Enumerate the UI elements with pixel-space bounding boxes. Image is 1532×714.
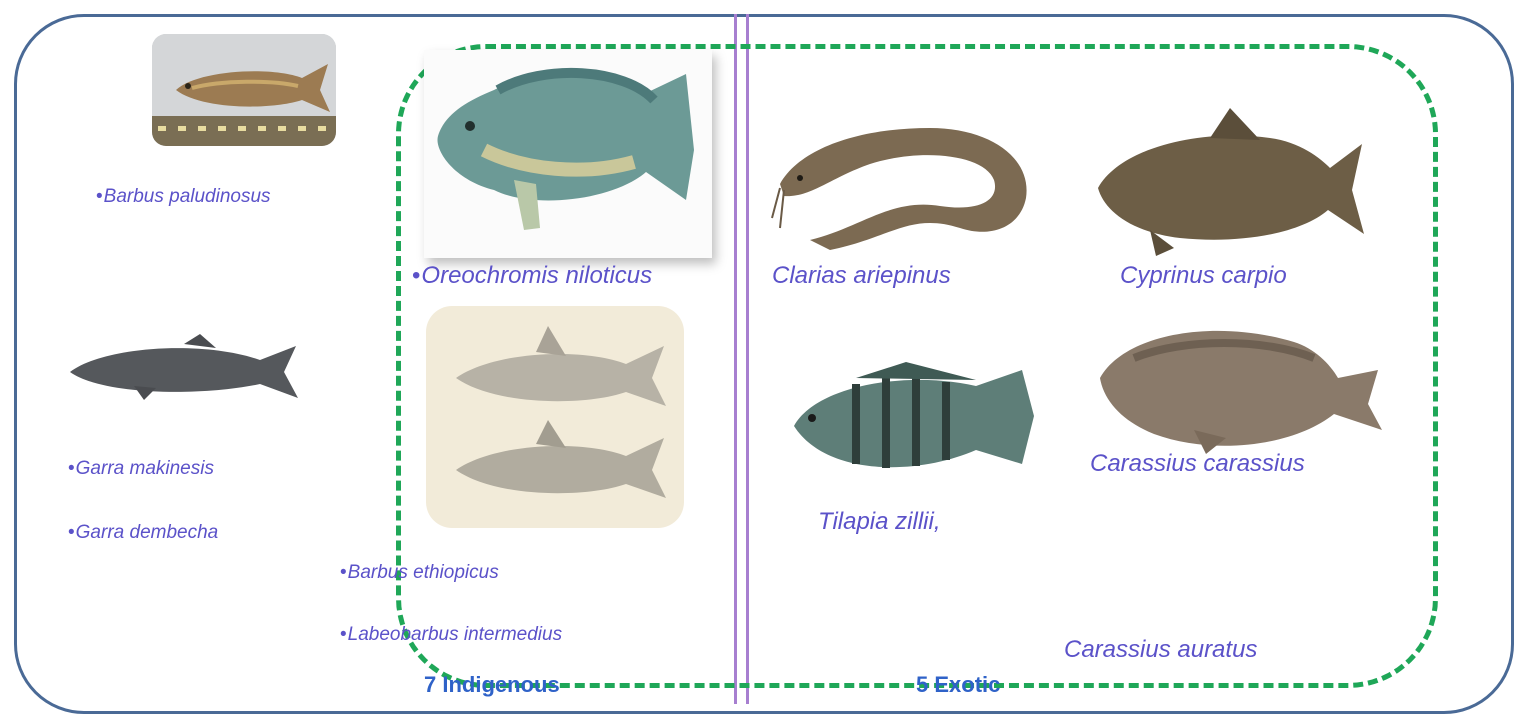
clarias-photo bbox=[770, 88, 1036, 258]
label-clarias-gariepinus: Clarias ariepinus bbox=[772, 262, 951, 290]
fish-photo-icon bbox=[152, 34, 336, 146]
carassius-photo bbox=[1094, 318, 1384, 456]
label-carassius-auratus: Carassius auratus bbox=[1064, 636, 1257, 664]
fish-photo-icon bbox=[424, 50, 712, 258]
barbus-paludinosus-photo bbox=[152, 34, 336, 146]
label-garra-dembecha: Garra dembecha bbox=[68, 522, 218, 544]
fish-photo-icon bbox=[786, 356, 1044, 486]
fish-photo-icon bbox=[426, 306, 684, 528]
group-title-exotic: 5 Exotic bbox=[916, 672, 1000, 698]
fish-photo-icon bbox=[1090, 98, 1372, 262]
barbus-ethiopicus-illustration bbox=[426, 306, 684, 528]
label-barbus-ethiopicus: Barbus ethiopicus bbox=[340, 562, 499, 584]
label-garra-makinesis: Garra makinesis bbox=[68, 458, 214, 480]
label-cyprinus-carpio: Cyprinus carpio bbox=[1120, 262, 1287, 290]
label-barbus-paludinosus: Barbus paludinosus bbox=[96, 186, 271, 208]
label-tilapia-zillii: Tilapia zillii, bbox=[818, 508, 940, 536]
tilapia-zillii-photo bbox=[786, 356, 1044, 486]
cyprinus-carpio-photo bbox=[1090, 98, 1372, 262]
label-labeobarbus-intermedius: Labeobarbus intermedius bbox=[340, 624, 562, 646]
label-carassius-carassius: Carassius carassius bbox=[1090, 450, 1305, 478]
fish-photo-icon bbox=[64, 326, 304, 406]
garra-photo bbox=[64, 326, 304, 406]
group-title-indigenous: 7 Indigenous bbox=[424, 672, 560, 698]
fish-photo-icon bbox=[1094, 318, 1384, 456]
catfish-photo-icon bbox=[770, 88, 1036, 258]
oreochromis-niloticus-photo bbox=[424, 50, 712, 258]
label-oreochromis-niloticus: Oreochromis niloticus bbox=[412, 262, 652, 290]
